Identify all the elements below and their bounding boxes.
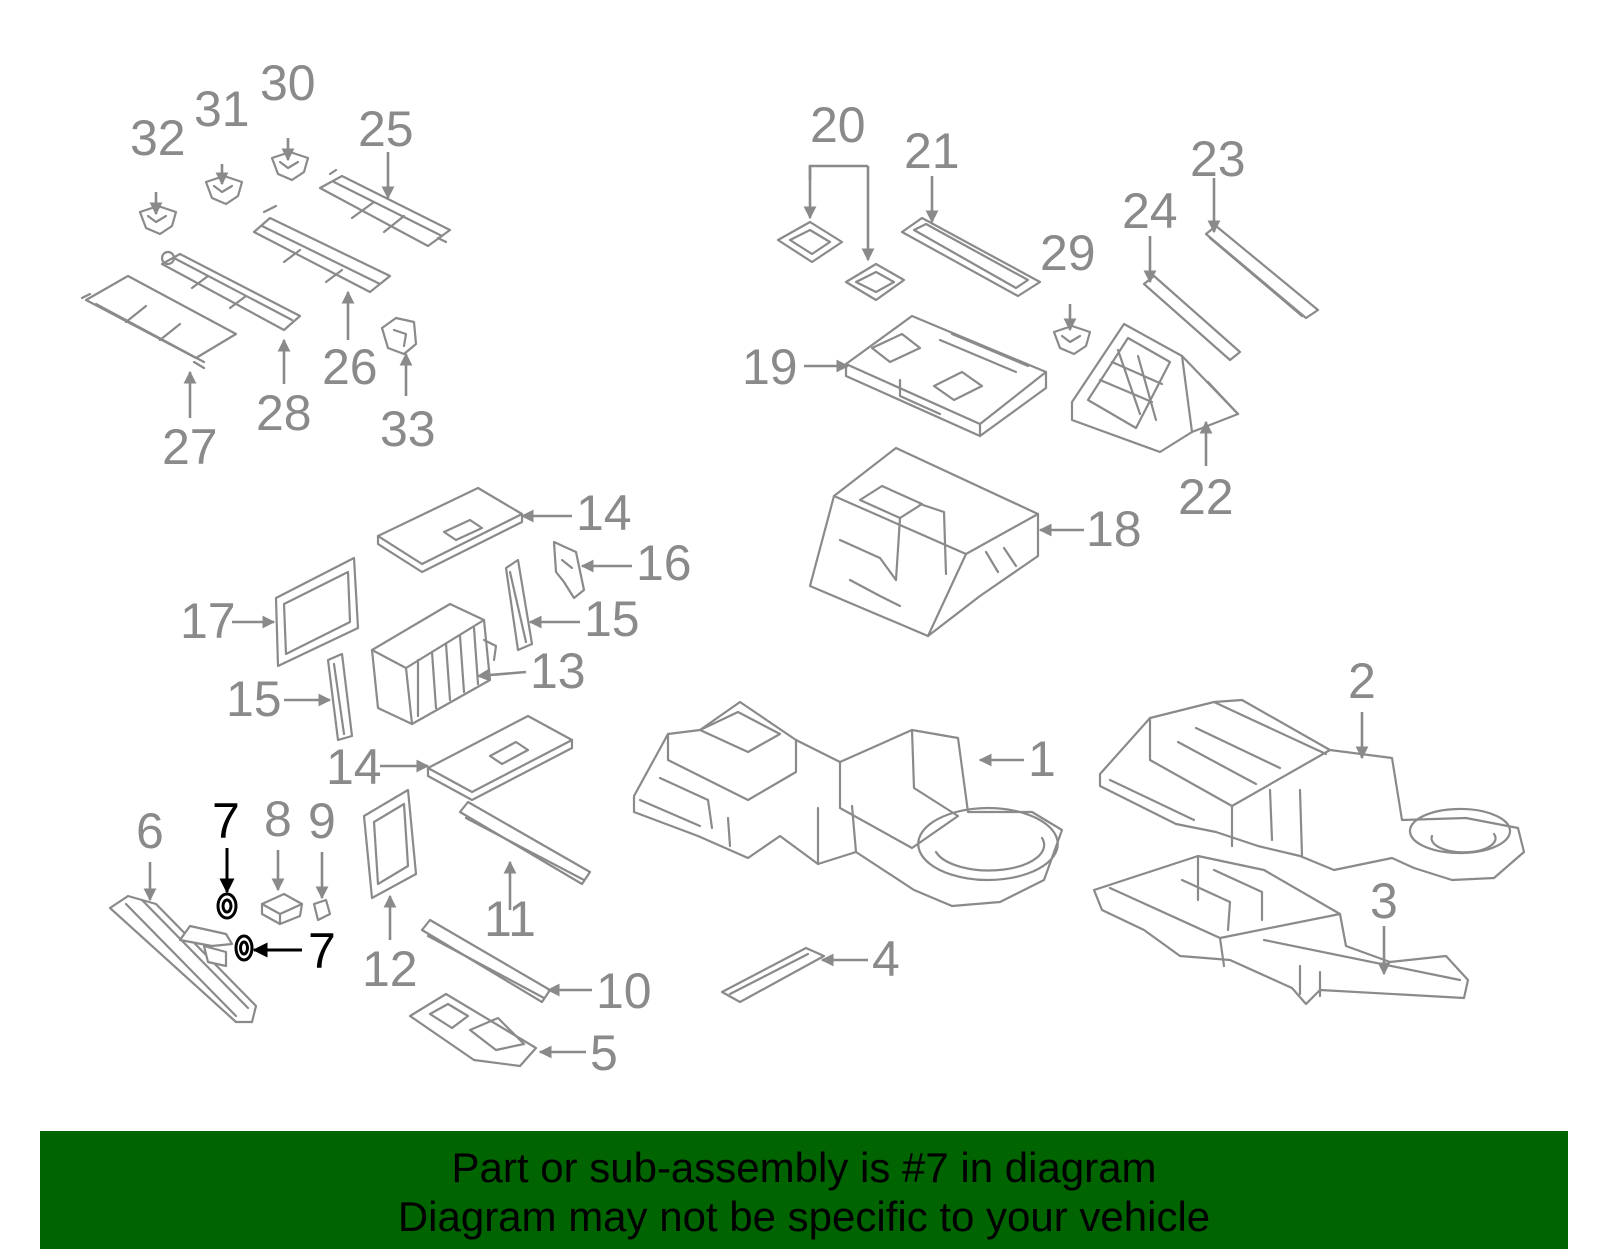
callout-8: 8 (264, 791, 292, 847)
banner-line-part: Part or sub-assembly is #7 in diagram (451, 1144, 1157, 1191)
callout-7-top: 7 (212, 793, 240, 849)
part-21-seal (900, 216, 1042, 298)
part-16-bracket (552, 540, 586, 600)
part-5-duct (408, 992, 538, 1068)
callout-5: 5 (590, 1025, 618, 1081)
part-20-filter (776, 220, 906, 302)
callout-12: 12 (362, 941, 418, 997)
part-14b-panel (426, 714, 574, 802)
callout-26: 26 (322, 339, 378, 395)
part-23-seal (1204, 224, 1320, 320)
callout-23: 23 (1190, 131, 1246, 187)
part-14a-panel (376, 486, 524, 574)
callout-9: 9 (308, 793, 336, 849)
callout-11: 11 (484, 891, 536, 947)
callout-21: 21 (904, 123, 960, 179)
part-info-banner: Part or sub-assembly is #7 in diagram Di… (40, 1131, 1568, 1249)
callout-28: 28 (256, 385, 312, 441)
callout-3: 3 (1370, 873, 1398, 929)
part-13-core (370, 602, 498, 726)
callout-15b: 15 (226, 671, 282, 727)
callout-15a: 15 (584, 591, 640, 647)
part-17-cover (274, 556, 360, 668)
callout-30: 30 (260, 55, 316, 111)
callout-13: 13 (530, 643, 586, 699)
callout-1: 1 (1028, 731, 1056, 787)
part-8-sensor (260, 892, 304, 926)
part-12-seal (362, 788, 418, 900)
part-22-housing (1070, 322, 1240, 454)
leader-lines (143, 138, 1391, 1059)
callout-19: 19 (742, 339, 798, 395)
callout-24: 24 (1122, 183, 1178, 239)
part-32-clip (138, 204, 178, 236)
part-6-core (108, 894, 258, 1024)
callout-16: 16 (636, 535, 692, 591)
callout-18: 18 (1086, 501, 1142, 557)
part-19-case (844, 314, 1048, 438)
part-25-door (318, 168, 452, 248)
callout-27: 27 (162, 419, 218, 475)
part-3-case (1092, 854, 1470, 1006)
part-26-door (252, 204, 392, 294)
callout-20: 20 (810, 97, 866, 153)
callout-14b: 14 (326, 739, 382, 795)
callout-31: 31 (194, 81, 250, 137)
callout-2: 2 (1348, 653, 1376, 709)
callout-14a: 14 (576, 485, 632, 541)
part-1-case (632, 700, 1064, 908)
part-11-seal (458, 800, 592, 886)
part-4-seal (720, 946, 826, 1004)
part-30-clip (270, 150, 310, 182)
callout-7-right: 7 (308, 923, 336, 979)
part-7a-oring (216, 892, 238, 920)
part-7b-oring (234, 934, 254, 962)
callout-29: 29 (1040, 225, 1096, 281)
part-2-case (1098, 698, 1526, 882)
callout-22: 22 (1178, 469, 1234, 525)
part-33-bracket (380, 316, 418, 356)
part-27-door (80, 274, 238, 370)
part-9-plug (312, 898, 332, 922)
callout-10: 10 (596, 963, 652, 1019)
callout-32: 32 (130, 110, 186, 166)
part-28-door (160, 250, 302, 332)
part-31-clip (204, 174, 244, 206)
callout-labels: 32 31 30 25 26 27 28 33 20 21 23 24 29 1… (130, 55, 1398, 1081)
callout-25: 25 (358, 101, 414, 157)
part-29-clip (1052, 324, 1092, 356)
callout-33: 33 (380, 401, 436, 457)
callout-4: 4 (872, 931, 900, 987)
callout-17: 17 (180, 593, 236, 649)
part-18-case (808, 446, 1040, 638)
banner-line-disclaimer: Diagram may not be specific to your vehi… (397, 1193, 1211, 1240)
part-15b-seal (326, 652, 354, 742)
part-15a-seal (504, 558, 534, 652)
callout-6: 6 (136, 803, 164, 859)
